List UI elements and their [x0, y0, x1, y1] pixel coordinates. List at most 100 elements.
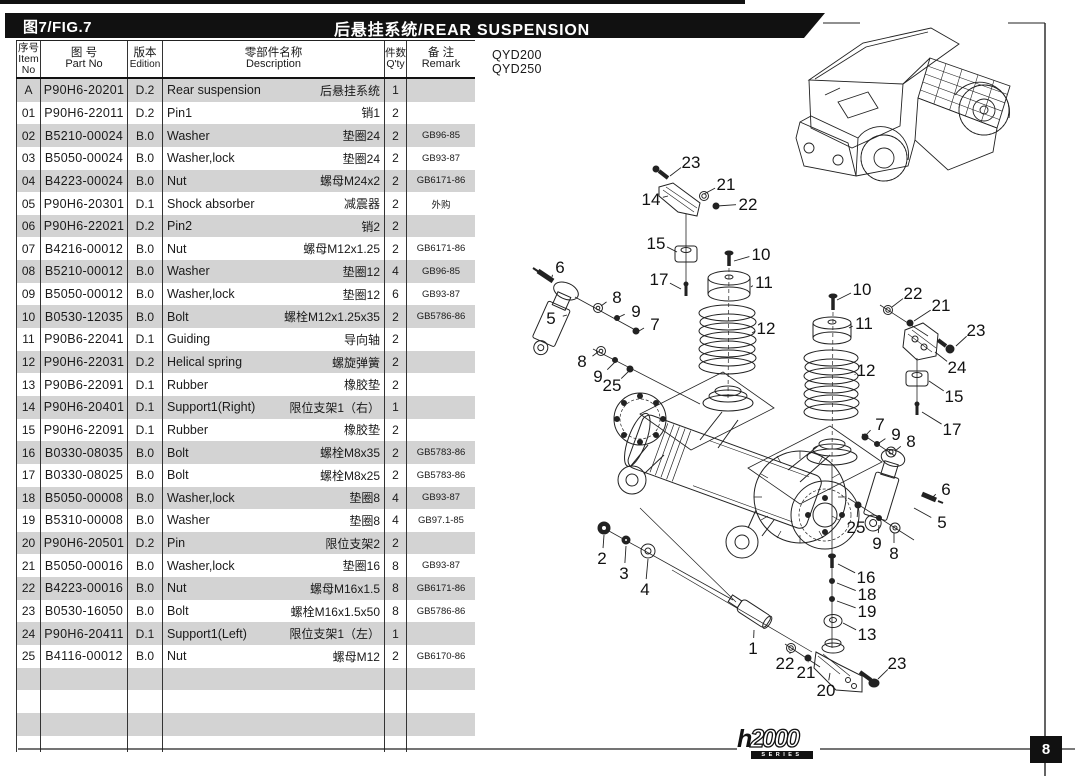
callout-leader	[666, 246, 678, 253]
callout-number: 14	[642, 190, 661, 209]
callout-leader	[551, 274, 553, 278]
logo-series-bar: SERIES	[751, 751, 813, 759]
top-edge-strip	[0, 0, 745, 4]
fastener-line-left-bottom	[592, 346, 701, 405]
callout-leader	[618, 313, 625, 318]
callout-number: 22	[904, 284, 923, 303]
callout-number: 23	[967, 321, 986, 340]
callout-number: 6	[941, 480, 950, 499]
callout-leader	[934, 351, 948, 362]
callout-number: 10	[853, 280, 872, 299]
callout-number: 15	[647, 234, 666, 253]
h2000-logo: h2000 SERIES	[737, 726, 821, 763]
callout-leader	[913, 309, 931, 322]
callout-number: 2	[597, 549, 606, 568]
callout-number: 15	[945, 387, 964, 406]
limit-bracket-stack	[784, 464, 880, 693]
callout-leader	[878, 438, 886, 444]
callout-leader	[638, 327, 645, 332]
callout-leader	[828, 672, 831, 681]
callout-leader	[837, 563, 856, 574]
callout-leader	[703, 187, 716, 195]
callout-number: 23	[888, 654, 907, 673]
callout-number: 23	[682, 153, 701, 172]
axle-assembly	[613, 392, 860, 653]
callout-number: 16	[857, 568, 876, 587]
callout-leader	[751, 330, 755, 334]
callout-leader	[877, 669, 889, 680]
callout-number: 19	[858, 602, 877, 621]
callout-number: 25	[603, 376, 622, 395]
callout-leader	[955, 335, 967, 347]
callout-number: 17	[650, 270, 669, 289]
shock-absorber-left	[532, 267, 579, 356]
callout-number: 24	[948, 358, 967, 377]
callout-number: 25	[847, 518, 866, 537]
support-bracket-right-part14	[652, 165, 720, 296]
callout-number: 5	[546, 309, 555, 328]
callout-number: 21	[797, 663, 816, 682]
callout-number: 21	[717, 175, 736, 194]
spring-column-left	[698, 250, 757, 412]
callout-leader	[606, 361, 616, 370]
callout-leader	[750, 285, 754, 288]
callout-leader	[645, 558, 649, 580]
callout-leader	[669, 167, 682, 177]
callout-number: 8	[906, 432, 915, 451]
empty-row	[16, 690, 475, 713]
empty-row	[16, 667, 475, 691]
callout-leader	[624, 545, 627, 564]
callout-number: 8	[612, 288, 621, 307]
callout-number: 21	[932, 296, 951, 315]
callout-leader	[716, 204, 737, 207]
callout-number: 10	[752, 245, 771, 264]
callout-leader	[836, 292, 852, 301]
callout-number: 18	[858, 585, 877, 604]
callout-number: 7	[650, 315, 659, 334]
model-name: QYD250	[492, 62, 542, 76]
callout-number: 20	[817, 681, 836, 700]
spring-column-right	[803, 293, 860, 466]
callout-number: 9	[593, 367, 602, 386]
shock-absorber-right	[847, 433, 944, 541]
figure-label: 图7/FIG.7	[23, 19, 93, 36]
model-list: QYD200 QYD250	[492, 48, 542, 76]
callout-leader	[928, 380, 944, 392]
callout-leader	[836, 582, 856, 591]
callout-leader	[733, 256, 750, 262]
callout-leader	[877, 524, 880, 534]
callout-leader	[600, 301, 607, 307]
mount-plane-left	[639, 371, 775, 451]
callout-number: 17	[943, 420, 962, 439]
callout-number: 7	[875, 415, 884, 434]
callout-leader	[865, 429, 871, 436]
page-title: 后悬挂系统/REAR SUSPENSION	[334, 22, 590, 39]
page-number-box: 8	[1030, 736, 1062, 763]
callout-leader	[848, 325, 853, 329]
